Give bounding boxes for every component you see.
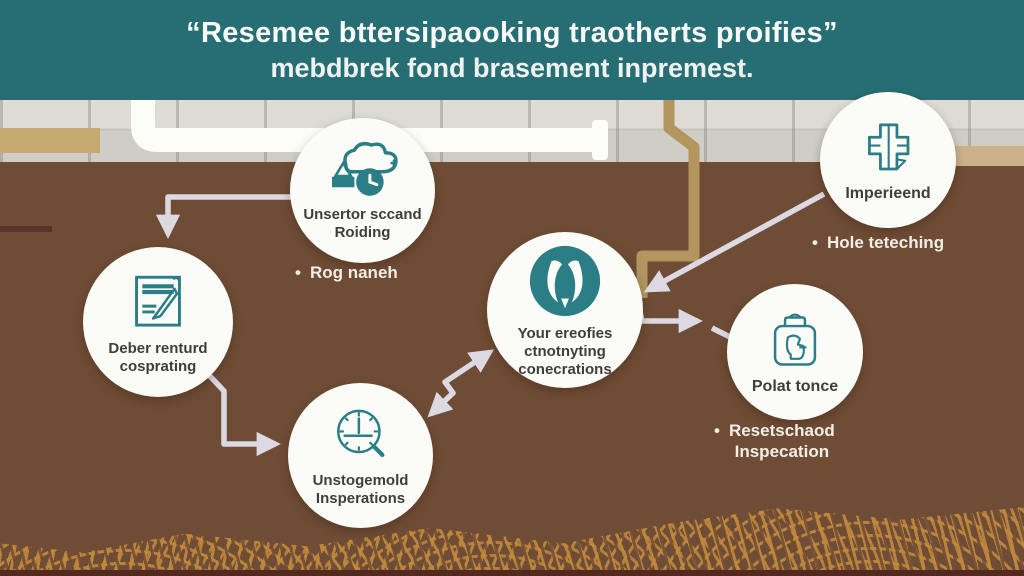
node-clipboard: Polat tonce (727, 284, 863, 420)
bullet-dot: • (812, 233, 818, 252)
banner-quote-line2: mebdbrek fond brasement inpremest. (270, 52, 754, 83)
node-roots-label: Your ereofies ctnotnyting conecrations (517, 324, 613, 378)
soil-grain-texture (0, 507, 1024, 570)
flow-arrow-inspection-roots-bidirectional (427, 349, 495, 418)
bullet-rog-text: Rog naneh (309, 263, 398, 282)
bullet-hole: • Hole teteching (812, 232, 944, 253)
node-clipboard-label: Polat tonce (751, 377, 839, 395)
bullet-rog: • Rog naneh (295, 262, 398, 283)
node-roots: Your ereofies ctnotnyting conecrations (487, 232, 643, 388)
flow-arrow-roots-to-clipboard (634, 297, 703, 334)
document-pencil-icon (135, 275, 181, 327)
roots-emblem-icon (529, 245, 601, 316)
clipboard-icon (773, 313, 817, 366)
node-schedule-label: Unsertor sccand Roiding (303, 206, 422, 241)
bottom-edge-strip (0, 570, 1024, 576)
flow-arrow-schedule-to-document (155, 194, 292, 239)
node-document: Deber renturd cosprating (83, 247, 233, 397)
wall-shadow-line (0, 226, 52, 232)
bullet-dot: • (714, 421, 720, 440)
banner-quote-line1: “Resemee bttersipaooking traotherts proi… (186, 16, 838, 49)
building-cross-icon (868, 123, 910, 170)
node-inspection: Unstogemold Insperations (288, 383, 433, 528)
node-building: Imperieend (820, 92, 956, 228)
bullet-dot: • (295, 263, 301, 282)
bullet-hole-text: Hole teteching (826, 233, 945, 252)
clock-magnifier-icon (336, 409, 384, 458)
header-banner: “Resemee bttersipaooking traotherts proi… (0, 0, 1024, 100)
node-schedule: Unsertor sccand Roiding (290, 118, 435, 263)
node-building-label: Imperieend (845, 184, 931, 202)
flow-arrow-building-to-roots (643, 191, 826, 293)
cloud-clock-icon (331, 142, 398, 196)
node-inspection-label: Unstogemold Insperations (312, 472, 409, 507)
node-document-label: Deber renturd cosprating (108, 339, 208, 375)
bullet-reset-text: Resetschaod Inspecation (728, 421, 835, 461)
bullet-reset: • Resetschaod Inspecation (714, 420, 835, 462)
flow-arrow-document-to-inspection (205, 371, 281, 457)
wall-khaki-block-left (0, 128, 100, 153)
